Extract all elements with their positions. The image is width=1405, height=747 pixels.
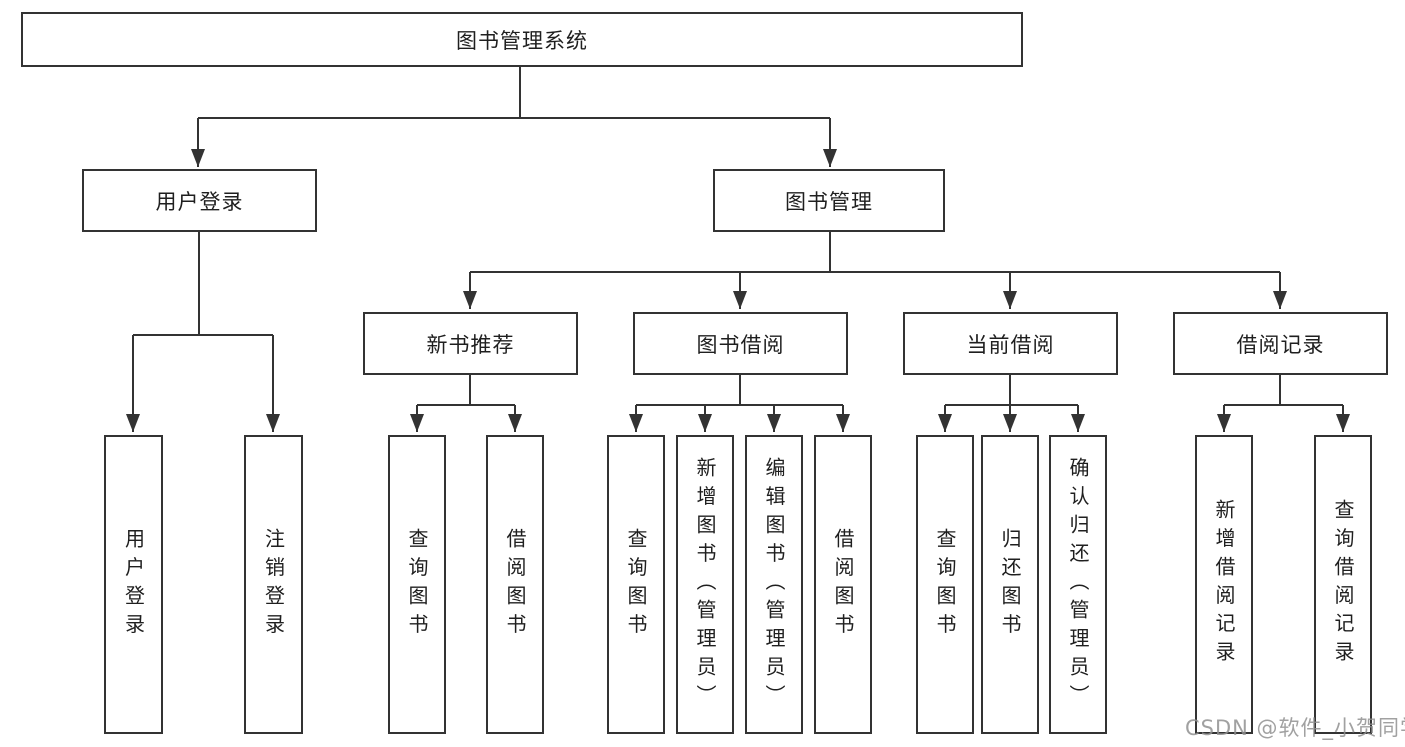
leaf-query-books-current: 查询图书 — [916, 435, 974, 734]
leaf-borrow-books-recommend: 借阅图书 — [486, 435, 544, 734]
connector-borrowing-records-trunk — [1224, 375, 1343, 406]
leaf-query-books-borrowing: 查询图书 — [607, 435, 665, 734]
connector-current-borrowing-trunk — [945, 375, 1078, 406]
leaf-query-borrow-record: 查询借阅记录 — [1314, 435, 1372, 734]
connector-user-login-trunk — [133, 232, 273, 336]
node-new-book-recommendation: 新书推荐 — [363, 312, 578, 375]
connector-root-trunk — [198, 67, 830, 119]
leaf-query-books-recommend: 查询图书 — [388, 435, 446, 734]
leaf-edit-books-admin: 编辑图书（管理员） — [745, 435, 803, 734]
node-book-management: 图书管理 — [713, 169, 945, 232]
leaf-logout: 注销登录 — [244, 435, 303, 734]
leaf-add-books-admin: 新增图书（管理员） — [676, 435, 734, 734]
node-user-login: 用户登录 — [82, 169, 317, 232]
leaf-confirm-return-admin: 确认归还（管理员） — [1049, 435, 1107, 734]
node-library-management-system: 图书管理系统 — [21, 12, 1023, 67]
node-book-borrowing: 图书借阅 — [633, 312, 848, 375]
connector-new-book-trunk — [417, 375, 515, 406]
connector-book-management-trunk — [470, 232, 1280, 273]
node-current-borrowing: 当前借阅 — [903, 312, 1118, 375]
leaf-add-borrow-record: 新增借阅记录 — [1195, 435, 1253, 734]
leaf-user-login: 用户登录 — [104, 435, 163, 734]
csdn-watermark: CSDN @软件_小贺同学 — [1185, 716, 1405, 740]
leaf-return-books: 归还图书 — [981, 435, 1039, 734]
node-borrowing-records: 借阅记录 — [1173, 312, 1388, 375]
leaf-borrow-books: 借阅图书 — [814, 435, 872, 734]
connector-book-borrowing-trunk — [636, 375, 843, 406]
